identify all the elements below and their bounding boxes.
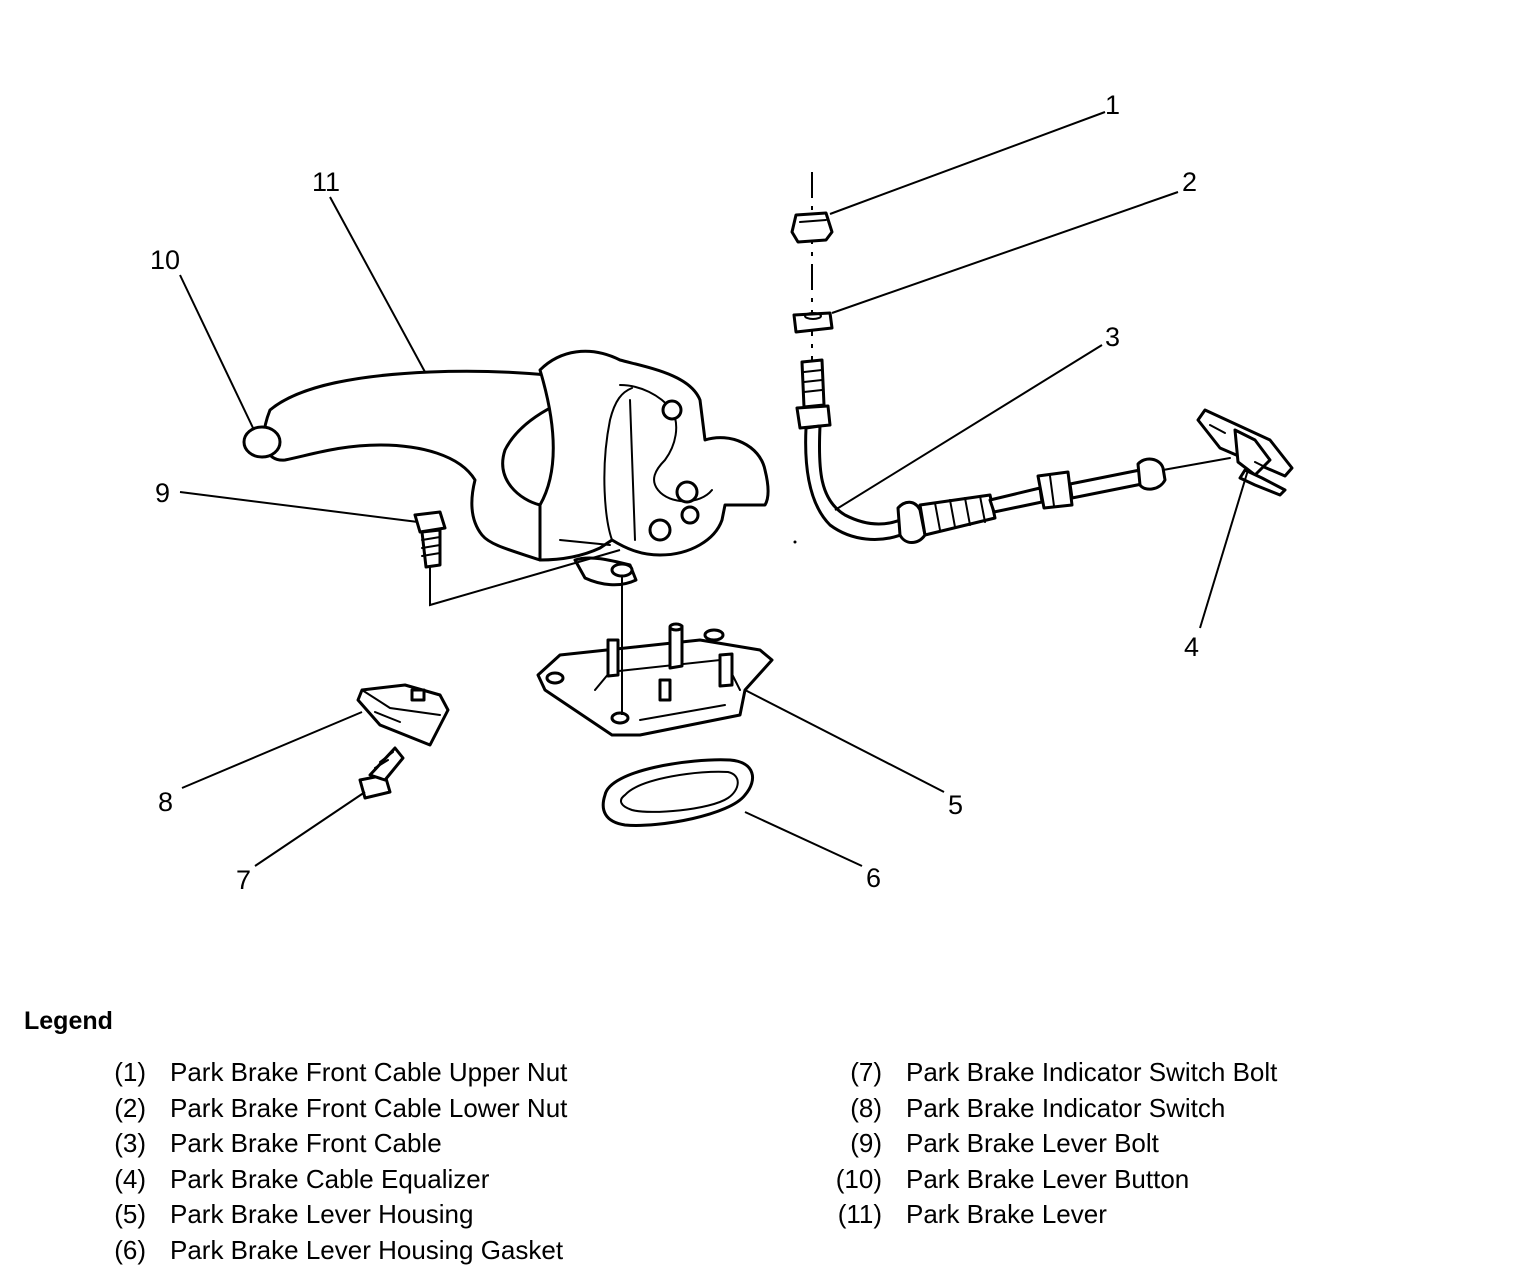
callout-11: 11 [312, 167, 340, 197]
legend-item: (2) Park Brake Front Cable Lower Nut [84, 1093, 567, 1129]
housing-gasket [603, 760, 752, 826]
legend-column-left: (1) Park Brake Front Cable Upper Nut (2)… [84, 1057, 567, 1270]
legend-item-number: (3) [84, 1128, 146, 1159]
callout-5: 5 [948, 790, 963, 820]
legend-item-label: Park Brake Indicator Switch Bolt [906, 1057, 1277, 1088]
callout-1: 1 [1105, 90, 1120, 120]
callout-10: 10 [150, 245, 180, 275]
legend-item-number: (7) [820, 1057, 882, 1088]
legend-item: (6) Park Brake Lever Housing Gasket [84, 1235, 567, 1270]
legend-item: (5) Park Brake Lever Housing [84, 1199, 567, 1235]
park-brake-lever [264, 351, 768, 584]
legend-item-label: Park Brake Lever Button [906, 1164, 1189, 1195]
legend-item-label: Park Brake Indicator Switch [906, 1093, 1225, 1124]
lever-housing [538, 624, 772, 735]
legend-item: (11) Park Brake Lever [820, 1199, 1277, 1235]
legend-item-label: Park Brake Front Cable Lower Nut [170, 1093, 567, 1124]
callout-9: 9 [155, 478, 170, 508]
callout-8: 8 [158, 787, 173, 817]
legend-item: (8) Park Brake Indicator Switch [820, 1093, 1277, 1129]
legend-item: (9) Park Brake Lever Bolt [820, 1128, 1277, 1164]
callout-3: 3 [1105, 322, 1120, 352]
legend-item-number: (8) [820, 1093, 882, 1124]
legend-title: Legend [24, 1007, 113, 1036]
cable-lower-nut [794, 313, 832, 332]
exploded-parts-diagram: 1 2 3 4 5 6 7 8 9 10 11 [0, 0, 1520, 990]
legend-item: (7) Park Brake Indicator Switch Bolt [820, 1057, 1277, 1093]
legend-item: (10) Park Brake Lever Button [820, 1164, 1277, 1200]
legend-item-number: (2) [84, 1093, 146, 1124]
indicator-switch [358, 685, 448, 745]
callout-4: 4 [1184, 632, 1199, 662]
legend-item-number: (11) [820, 1199, 882, 1230]
indicator-switch-bolt [360, 748, 403, 798]
callout-2: 2 [1182, 167, 1197, 197]
callout-7: 7 [236, 865, 251, 895]
legend-item: (3) Park Brake Front Cable [84, 1128, 567, 1164]
lever-bolt [415, 512, 445, 567]
legend-item-label: Park Brake Lever Housing Gasket [170, 1235, 563, 1266]
legend-item-number: (6) [84, 1235, 146, 1266]
legend-column-right: (7) Park Brake Indicator Switch Bolt (8)… [820, 1057, 1277, 1235]
legend-item-label: Park Brake Front Cable [170, 1128, 442, 1159]
legend-item-number: (4) [84, 1164, 146, 1195]
callout-6: 6 [866, 863, 881, 893]
legend-item-label: Park Brake Lever [906, 1199, 1107, 1230]
legend-item-number: (9) [820, 1128, 882, 1159]
lever-button [244, 427, 280, 457]
legend-item-number: (1) [84, 1057, 146, 1088]
legend-item-number: (10) [820, 1164, 882, 1195]
legend-item-label: Park Brake Lever Housing [170, 1199, 473, 1230]
legend-item-label: Park Brake Cable Equalizer [170, 1164, 489, 1195]
legend-item-number: (5) [84, 1199, 146, 1230]
cable-upper-nut [792, 213, 832, 242]
legend-item: (4) Park Brake Cable Equalizer [84, 1164, 567, 1200]
legend-item-label: Park Brake Front Cable Upper Nut [170, 1057, 567, 1088]
legend-item-label: Park Brake Lever Bolt [906, 1128, 1159, 1159]
front-cable [797, 360, 1230, 543]
legend-item: (1) Park Brake Front Cable Upper Nut [84, 1057, 567, 1093]
